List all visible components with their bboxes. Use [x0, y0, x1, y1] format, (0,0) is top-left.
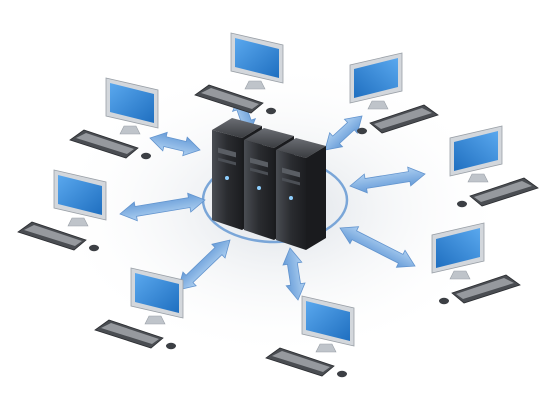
screen [454, 131, 498, 171]
arrow-bottom [282, 247, 306, 301]
link-arrows [119, 97, 426, 301]
workstation-right [449, 125, 539, 208]
server-cluster [212, 118, 326, 250]
mouse-icon [439, 297, 449, 305]
mouse-icon [337, 370, 347, 378]
workstation-top-right [349, 52, 439, 135]
mouse-icon [141, 152, 151, 160]
workstations [17, 32, 539, 378]
screen [235, 38, 279, 78]
mouse-icon [266, 107, 276, 115]
server-tower-3 [276, 138, 326, 250]
arrow-right [349, 166, 426, 194]
screen [110, 83, 154, 123]
mouse-icon [166, 342, 176, 350]
mouse-icon [457, 200, 467, 208]
workstation-top [194, 32, 284, 115]
workstation-bottom [265, 295, 355, 378]
mouse-icon [357, 127, 367, 135]
screen [58, 175, 102, 215]
mouse-icon [89, 244, 99, 252]
arrow-left [119, 192, 206, 222]
screen [354, 58, 398, 98]
arrow-left-upper [149, 131, 201, 157]
arrow-lower-right [339, 226, 416, 268]
workstation-lower-right [431, 222, 521, 305]
screen [135, 273, 179, 313]
workstation-lower-left [94, 267, 184, 350]
arrow-upper-right [324, 115, 363, 151]
workstation-upper-left [69, 77, 159, 160]
screen [436, 228, 480, 268]
screen [306, 301, 350, 341]
workstation-left [17, 169, 107, 252]
